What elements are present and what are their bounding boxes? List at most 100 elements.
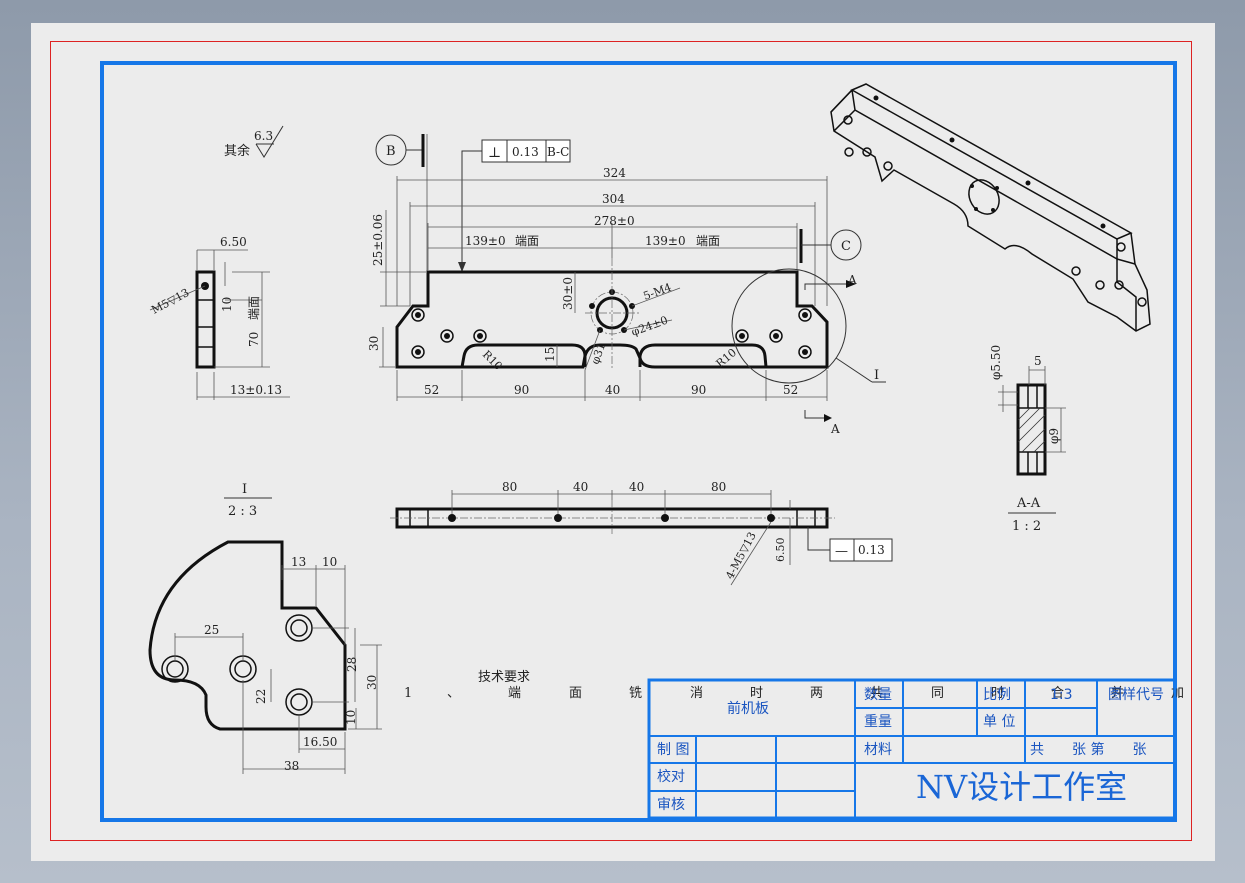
- detail-dim-10: 10: [322, 555, 337, 569]
- dim-bottom-52a: 52: [424, 383, 439, 397]
- dim-31: φ31: [589, 341, 609, 366]
- dim-r10-left: R10: [480, 348, 505, 373]
- front-holes: [411, 308, 812, 359]
- tech-char: 两: [810, 686, 823, 701]
- checked-label: 校对: [657, 768, 685, 785]
- side-dim-m5: M5▽13: [149, 286, 191, 317]
- tech-char: 面: [569, 686, 582, 701]
- dim-24: φ24±0: [630, 314, 670, 339]
- approved-label: 审核: [657, 797, 685, 813]
- tech-char: 铣: [629, 686, 642, 701]
- detail-circle: [731, 268, 847, 384]
- dim-139-right: 139±0: [645, 234, 686, 248]
- sheets-label: 共 张 第 张: [1030, 741, 1146, 758]
- side-end-face: 端面: [247, 296, 261, 320]
- dim-278: 278±0: [594, 214, 635, 228]
- top-dim-40a: 40: [573, 480, 588, 494]
- top-holes-label: 4-M5▽13: [723, 530, 759, 582]
- detail-dim-25: 25: [204, 623, 219, 637]
- dim-30-side: 30: [367, 336, 381, 351]
- part-name: 前机板: [727, 700, 769, 717]
- surface-other-label: 其余: [224, 143, 250, 159]
- top-dim-80a: 80: [502, 480, 517, 494]
- isometric-view: [830, 83, 1151, 332]
- section-scale: 1 : 2: [1012, 519, 1041, 534]
- perp-value: 0.13: [512, 145, 539, 159]
- top-dim-650: 6.50: [774, 538, 787, 563]
- detail-dim-1650: 16.50: [303, 735, 337, 749]
- surface-finish-note: 其余 6.3: [224, 125, 284, 159]
- detail-dim-10b: 10: [344, 710, 358, 725]
- tech-char: 、: [447, 686, 460, 701]
- section-body: [1016, 383, 1047, 476]
- dim-5m4: 5-M4: [642, 281, 674, 303]
- studio-name: NV设计工作室: [916, 768, 1127, 806]
- ratio-label: 比例: [983, 687, 1011, 703]
- dim-25: 25±0.06: [371, 214, 385, 266]
- detail-dim-13: 13: [291, 555, 306, 569]
- detail-view: I 2 : 3 13 10 25 28 30 22 10 16.50 38: [148, 482, 382, 774]
- end-left: 端面: [515, 234, 539, 248]
- ratio-value: 1:3: [1050, 687, 1073, 703]
- drawing-no-label: 图样代号: [1108, 687, 1164, 703]
- section-title: A-A: [1016, 496, 1041, 511]
- section-a-bottom: A: [830, 422, 840, 436]
- side-view-body: [195, 270, 216, 369]
- section-dim-550: φ5.50: [989, 345, 1003, 380]
- top-dim-40b: 40: [629, 480, 644, 494]
- top-view: 80 40 40 80 4-M5▽13 6.50 — 0.13: [390, 480, 893, 586]
- side-dim-70: 70: [247, 332, 261, 347]
- detail-ref: I: [874, 368, 879, 383]
- perp-ref: B-C: [547, 145, 569, 159]
- dim-304: 304: [602, 192, 625, 206]
- detail-dim-30: 30: [365, 675, 379, 690]
- dim-324: 324: [603, 166, 626, 180]
- dim-30-top: 30±0: [561, 277, 575, 310]
- datum-b-label: B: [386, 144, 396, 159]
- material-label: 材料: [864, 742, 892, 758]
- section-dim-9: φ9: [1047, 428, 1061, 444]
- perpendicularity-frame: ⊥ 0.13 B-C: [458, 139, 571, 272]
- dim-bottom-90a: 90: [514, 383, 529, 397]
- technical-requirements: 技术要求 1、端面铣消时两共同时合并加: [404, 670, 1184, 701]
- section-dim-5: 5: [1034, 354, 1042, 368]
- tech-char: 同: [931, 686, 944, 701]
- section-view: φ5.50 5 φ9 A-A 1 : 2: [989, 345, 1066, 534]
- title-block: 前机板 数量 比例 1:3 图样代号 重量 单 位 材料 共 张 第 张 制 图…: [647, 678, 1177, 820]
- side-view: 6.50 M5▽13 10 端面 70 13±0.13: [149, 235, 290, 400]
- dim-bottom-90b: 90: [691, 383, 706, 397]
- tech-char: 端: [508, 686, 521, 701]
- tech-requirement-line: 1、端面铣消时两共同时合并加: [404, 686, 1184, 701]
- tech-title: 技术要求: [478, 670, 530, 685]
- weight-label: 重量: [864, 714, 892, 730]
- detail-dim-38: 38: [284, 759, 299, 773]
- detail-dim-22: 22: [254, 689, 268, 704]
- detail-scale: 2 : 3: [228, 504, 257, 519]
- drawing-frame: [100, 61, 1177, 822]
- detail-dim-28: 28: [345, 657, 359, 672]
- front-view: 324 304 278±0 139±0 端面 139±0 端面 25±0.06 …: [367, 166, 886, 436]
- tech-char: 并: [1111, 686, 1124, 701]
- roughness-symbol-icon: [255, 125, 284, 158]
- end-right: 端面: [696, 234, 720, 248]
- dim-bottom-52b: 52: [783, 383, 798, 397]
- perp-symbol-icon: ⊥: [488, 145, 501, 161]
- section-a-top: A: [847, 273, 857, 287]
- dim-139-left: 139±0: [465, 234, 506, 248]
- dim-15: 15: [543, 347, 557, 362]
- side-dim-650: 6.50: [220, 235, 247, 249]
- drawn-label: 制 图: [657, 742, 689, 758]
- tech-char: 加: [1171, 686, 1184, 701]
- detail-outline: [148, 540, 347, 731]
- dim-bottom-40: 40: [605, 383, 620, 397]
- quantity-label: 数量: [864, 687, 892, 703]
- surface-value: 6.3: [254, 129, 273, 143]
- flatness-value: 0.13: [858, 543, 885, 557]
- tech-char: 1: [404, 686, 412, 701]
- tech-char: 合: [1051, 686, 1064, 701]
- tech-char: 时: [750, 686, 763, 701]
- tech-char: 共: [870, 686, 883, 701]
- detail-title: I: [242, 482, 247, 497]
- top-dim-80b: 80: [711, 480, 726, 494]
